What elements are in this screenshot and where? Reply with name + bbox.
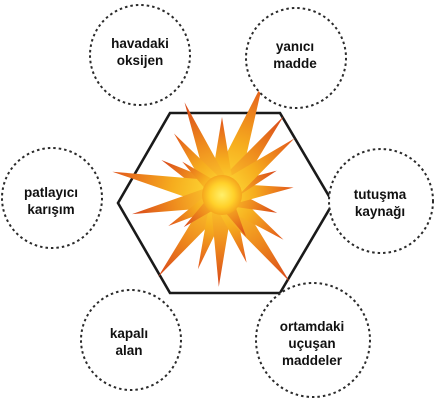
node-label-yanici-madde: yanıcı madde <box>252 35 338 75</box>
node-label-tutusma-kaynagi: tutuşma kaynağı <box>330 183 430 223</box>
node-label-kapali-alan: kapalı alan <box>94 322 164 362</box>
node-label-havadaki-oksijen: havadaki oksijen <box>92 32 188 72</box>
node-label-ortamdaki-ucusan-maddeler: ortamdaki uçuşan maddeler <box>260 315 364 371</box>
node-label-patlayici-karisim: patlayıcı karışım <box>8 181 94 221</box>
star-core <box>202 175 242 215</box>
